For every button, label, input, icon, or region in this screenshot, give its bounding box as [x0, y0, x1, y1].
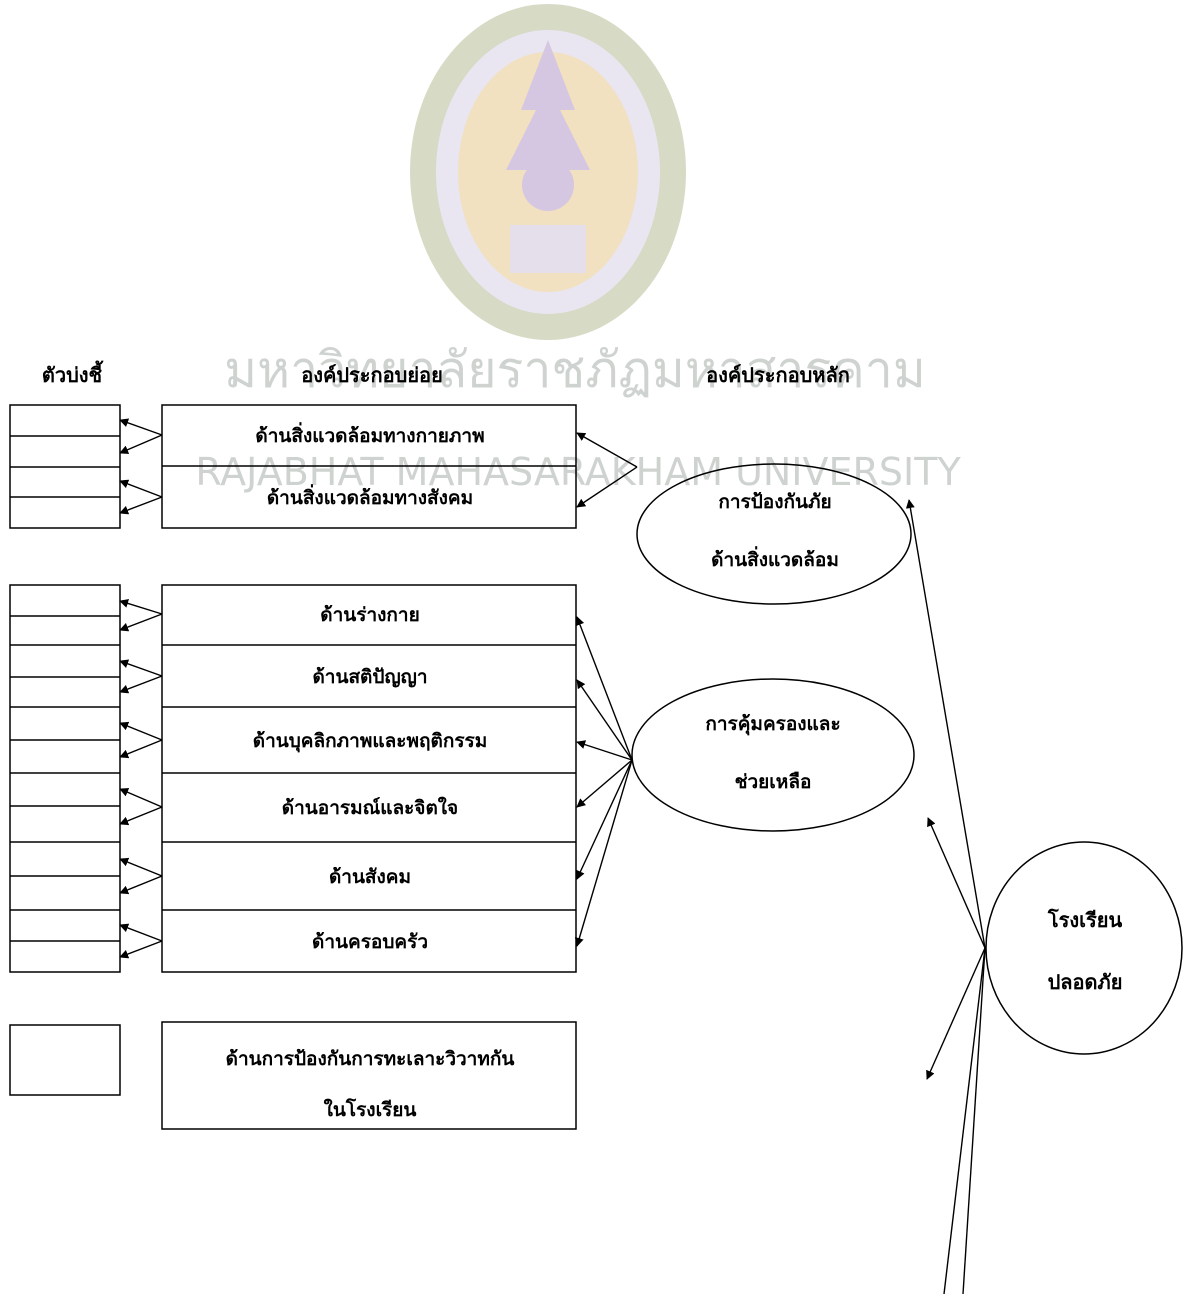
main-component-label: การคุ้มครองและ	[705, 713, 840, 736]
connector-arrow	[119, 806, 163, 826]
connector-arrow	[576, 759, 633, 808]
sub-component-column	[161, 404, 577, 1130]
connector-arrow	[119, 496, 163, 515]
connector-arrow	[119, 599, 163, 615]
root-label: โรงเรียน	[1047, 908, 1123, 932]
sub-component-label: ด้านครอบครัว	[312, 931, 428, 953]
connector-arrow	[119, 857, 163, 877]
connector-arrow	[575, 616, 633, 761]
sub-component-label: ด้านร่างกาย	[320, 604, 419, 626]
connector-arrow	[119, 739, 163, 759]
sub-component-label: ด้านสติปัญญา	[312, 666, 427, 688]
connector-arrow	[119, 434, 163, 454]
watermark-thai-text: มหาวิทยาลัยราชภัฏมหาสารคาม	[224, 341, 926, 399]
sub-component-label: ในโรงเรียน	[324, 1098, 417, 1121]
connector-arrow	[119, 923, 163, 942]
connector-arrow	[576, 466, 638, 508]
watermark-english-text: RAJABHAT MAHASARAKHAM UNIVERSITY	[195, 450, 961, 494]
connector-arrow	[576, 679, 633, 761]
sub-component-label: ด้านสิ่งแวดล้อมทางสังคม	[267, 484, 473, 509]
connector-arrow	[119, 721, 163, 741]
connector-arrow	[576, 432, 638, 468]
connector-arrow	[927, 817, 986, 949]
connector-arrow	[119, 479, 163, 498]
connector-arrow	[119, 613, 163, 632]
main-component-label: การป้องกันภัย	[718, 491, 831, 513]
sub-component-label: ด้านอารมณ์และจิตใจ	[282, 796, 458, 819]
connector-arrow	[574, 759, 633, 947]
connector-arrow	[119, 659, 163, 677]
connector-line	[962, 947, 986, 1294]
sub-component-label: ด้านบุคลิกภาพและพฤติกรรม	[253, 730, 488, 753]
main-component-label: ด้านสิ่งแวดล้อม	[711, 546, 839, 571]
main-component-ellipse-prevention	[636, 463, 912, 605]
university-seal-watermark	[410, 4, 686, 340]
sub-component-label: ด้านสังคม	[329, 866, 411, 888]
connector-arrow	[119, 875, 163, 895]
connector-arrow	[576, 759, 633, 880]
root-label: ปลอดภัย	[1048, 970, 1123, 994]
main-component-ellipses	[631, 463, 1183, 1055]
connector-arrow	[119, 788, 163, 808]
sub-component-label: ด้านการป้องกันการทะเลาะวิวาทกัน	[226, 1048, 515, 1070]
main-component-label: ช่วยเหลือ	[735, 771, 812, 793]
header-sub-components: องค์ประกอบย่อย	[301, 363, 443, 387]
connector-arrow	[119, 675, 163, 694]
header-main-components: องค์ประกอบหลัก	[706, 363, 850, 387]
indicator-column	[9, 404, 121, 1096]
header-indicators: ตัวบ่งชี้	[42, 360, 104, 387]
connector-arrow	[576, 740, 633, 761]
root-circle-safe-school	[985, 841, 1183, 1055]
connector-arrow	[926, 947, 986, 1080]
connector-line	[943, 947, 986, 1294]
connector-arrow	[119, 418, 163, 436]
sub-component-label: ด้านสิ่งแวดล้อมทางกายภาพ	[255, 422, 484, 447]
indicator-box	[9, 584, 121, 973]
indicator-box	[9, 1024, 121, 1096]
main-component-ellipse-protection	[631, 678, 915, 832]
connector-arrow	[119, 940, 163, 959]
connector-arrow	[905, 499, 986, 949]
